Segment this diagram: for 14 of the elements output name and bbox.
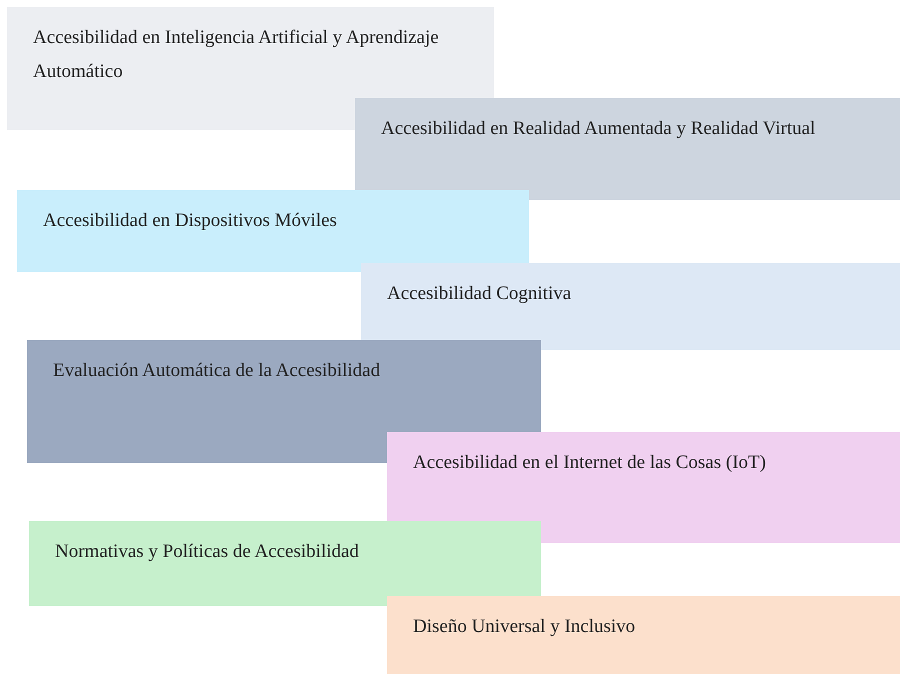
topic-label: Evaluación Automática de la Accesibilidad bbox=[53, 359, 382, 383]
topic-label: Accesibilidad en Realidad Aumentada y Realidad Virtual bbox=[381, 117, 816, 141]
topic-label: Normativas y Políticas de Accesibilidad bbox=[55, 540, 360, 564]
topic-label: Accesibilidad en Dispositivos Móviles bbox=[43, 209, 338, 233]
topic-label: Accesibilidad Cognitiva bbox=[387, 282, 572, 306]
topic-box bbox=[361, 263, 900, 350]
topic-box bbox=[387, 432, 900, 543]
topic-box bbox=[355, 98, 900, 200]
topic-box bbox=[387, 596, 900, 674]
topic-label: Accesibilidad en el Internet de las Cosas (IoT) bbox=[413, 451, 767, 475]
topic-box bbox=[29, 521, 541, 606]
topic-box bbox=[17, 190, 529, 272]
topic-label: Accesibilidad en Inteligencia Artificial y Aprendizaje Automático bbox=[33, 26, 440, 84]
topic-label: Diseño Universal y Inclusivo bbox=[413, 615, 636, 639]
